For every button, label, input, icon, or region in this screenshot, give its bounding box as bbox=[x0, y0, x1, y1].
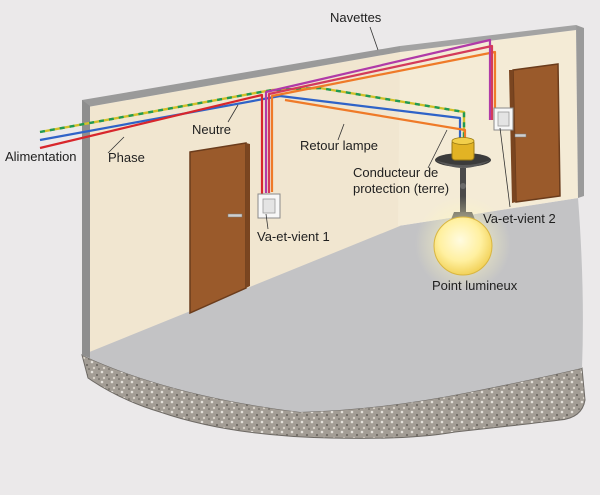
wire-navette-2 bbox=[267, 44, 494, 193]
door-left-handle bbox=[227, 213, 243, 218]
door-left bbox=[189, 142, 247, 315]
label-conducteur-line1: Conducteur de bbox=[353, 165, 438, 180]
label-conducteur-line2: protection (terre) bbox=[353, 181, 449, 196]
label-alimentation: Alimentation bbox=[5, 149, 77, 164]
wire-navette-1 bbox=[264, 38, 492, 193]
label-retour-lampe: Retour lampe bbox=[300, 138, 378, 153]
label-navettes: Navettes bbox=[330, 10, 382, 25]
label-va-et-vient-1: Va-et-vient 1 bbox=[257, 229, 330, 244]
label-point-lumineux: Point lumineux bbox=[432, 278, 518, 293]
back-wall-corner-edge bbox=[576, 25, 584, 198]
door-right-handle bbox=[514, 133, 527, 138]
label-phase: Phase bbox=[108, 150, 145, 165]
door-right-frame bbox=[509, 70, 516, 203]
light-fixture bbox=[415, 137, 511, 292]
left-wall-top-edge bbox=[82, 46, 400, 108]
label-va-et-vient-2: Va-et-vient 2 bbox=[483, 211, 556, 226]
wire-phase bbox=[39, 93, 264, 195]
switch-va-et-vient-1 bbox=[257, 193, 281, 219]
leader-lines bbox=[107, 26, 511, 230]
bulb bbox=[433, 216, 493, 276]
door-left-frame bbox=[246, 143, 250, 288]
wire-retour-lampe bbox=[270, 50, 497, 192]
switch-va-et-vient-2 bbox=[493, 107, 514, 131]
back-wall-top-edge bbox=[400, 25, 576, 52]
wire-terre bbox=[39, 86, 466, 138]
left-wall-side-edge bbox=[82, 100, 90, 358]
door-right bbox=[512, 63, 561, 203]
label-neutre: Neutre bbox=[192, 122, 231, 137]
